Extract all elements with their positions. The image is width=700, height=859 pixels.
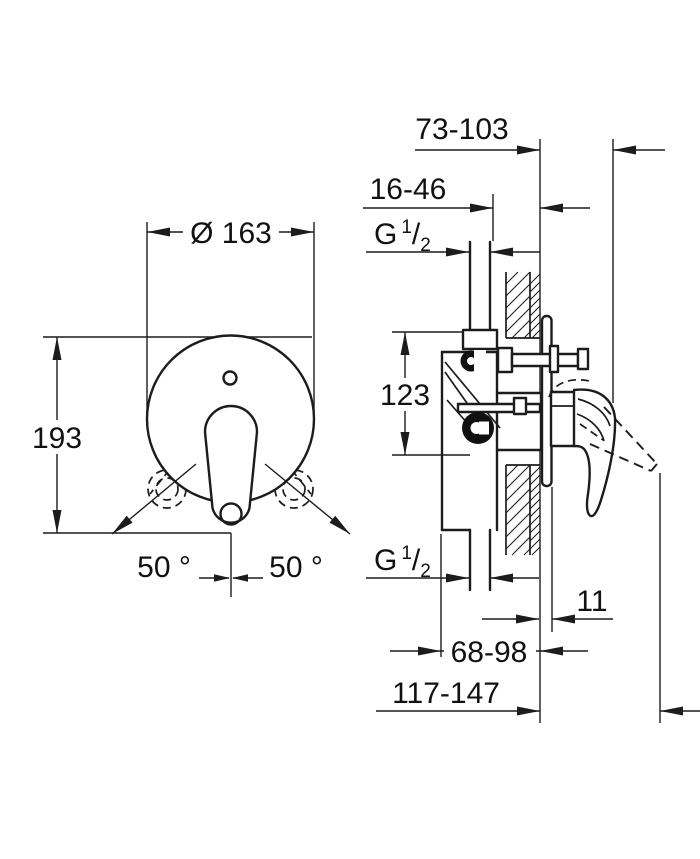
thread-g: G	[374, 544, 397, 577]
handle-end-hole	[219, 502, 243, 526]
front-view: 193 Ø 163	[32, 217, 351, 597]
thread-slash: /	[412, 544, 421, 577]
dim-handle-reach: 117-147	[376, 677, 700, 716]
valve-body-section	[440, 240, 543, 592]
dim-swing-angles: 50 ° 50 °	[111, 463, 351, 597]
arrowhead	[291, 227, 314, 237]
limiter-stop	[512, 396, 528, 416]
wall-section	[505, 271, 541, 556]
thread-den: 2	[420, 561, 431, 582]
arrowhead	[214, 574, 230, 582]
dim-label-68-98: 68-98	[451, 636, 528, 669]
arrowhead	[490, 247, 513, 257]
arrowhead	[470, 203, 493, 213]
arrowhead	[517, 145, 540, 155]
arrowhead	[660, 706, 683, 716]
handle-outline	[203, 404, 259, 524]
arrowhead	[52, 337, 62, 360]
arrowhead	[232, 574, 248, 582]
dim-surface-depth: 16-46	[363, 173, 590, 213]
thread-slash: /	[412, 218, 421, 251]
dim-plate-gap: 11	[482, 585, 613, 624]
arrowhead	[516, 614, 539, 624]
open-handle-dashed	[589, 443, 652, 472]
thread-g: G	[374, 218, 397, 251]
thread-num: 1	[401, 217, 412, 238]
label-background	[444, 636, 536, 666]
arrowhead	[400, 432, 410, 455]
rotation-arc-dashed	[548, 378, 591, 398]
arrowhead	[52, 510, 62, 533]
dim-label-123: 123	[380, 379, 430, 412]
arrowhead	[517, 706, 540, 716]
arrowhead	[613, 145, 636, 155]
screw-hole	[222, 370, 238, 386]
arrowhead	[400, 332, 410, 355]
dim-label-73-103: 73-103	[415, 113, 508, 146]
arrowhead	[552, 614, 575, 624]
outlet-seal-notch	[479, 421, 489, 435]
handle-contour	[576, 413, 605, 442]
dashed-handle-end-inner	[282, 477, 306, 501]
spindle-nut	[496, 346, 514, 374]
arrowhead	[540, 203, 563, 213]
arrowhead	[446, 573, 469, 583]
wall-hatching	[505, 271, 541, 556]
dim-label-117-147: 117-147	[392, 677, 500, 710]
handle-hub	[549, 390, 577, 448]
dim-label-angle-right: 50 °	[269, 551, 323, 584]
limiter-rod	[456, 402, 542, 414]
arrowhead	[540, 646, 563, 656]
inlet-seal-opening	[474, 350, 486, 372]
dim-port-distance: 123	[380, 331, 470, 456]
dim-label-16-46: 16-46	[370, 173, 447, 206]
arrowhead	[329, 515, 350, 534]
inlet-seal-hole	[467, 357, 475, 365]
dashed-handle-end-inner	[155, 477, 179, 501]
spindle-rod	[510, 352, 580, 368]
cartridge-line	[444, 361, 501, 429]
handle-contour	[577, 398, 611, 427]
open-handle-dashed	[603, 406, 658, 465]
arrowhead	[446, 247, 469, 257]
arrowhead	[147, 227, 170, 237]
lever-handle-section	[572, 388, 617, 518]
spindle-knob	[576, 347, 590, 371]
spindle-collar	[548, 344, 560, 374]
arrowhead	[112, 515, 133, 534]
dim-label-11: 11	[576, 585, 607, 618]
dim-label-193: 193	[32, 422, 82, 455]
dim-install-depth: 73-103	[415, 113, 665, 155]
dim-height-193: 193	[32, 336, 312, 534]
open-handle-dashed-tip	[650, 463, 658, 472]
arrowhead	[490, 573, 513, 583]
thread-den: 2	[420, 235, 431, 256]
lever-handle-front	[203, 404, 259, 526]
dim-label-diameter: Ø 163	[190, 217, 272, 250]
dim-label-angle-left: 50 °	[137, 551, 191, 584]
thread-num: 1	[401, 543, 412, 564]
dim-diameter-163: Ø 163	[146, 217, 315, 420]
trim-and-handle-section	[496, 314, 658, 518]
hidden-axis-dashed	[579, 423, 604, 441]
pipe-fitting	[461, 328, 499, 351]
arrowhead	[418, 646, 441, 656]
dim-body-depth: 68-98	[390, 636, 588, 669]
